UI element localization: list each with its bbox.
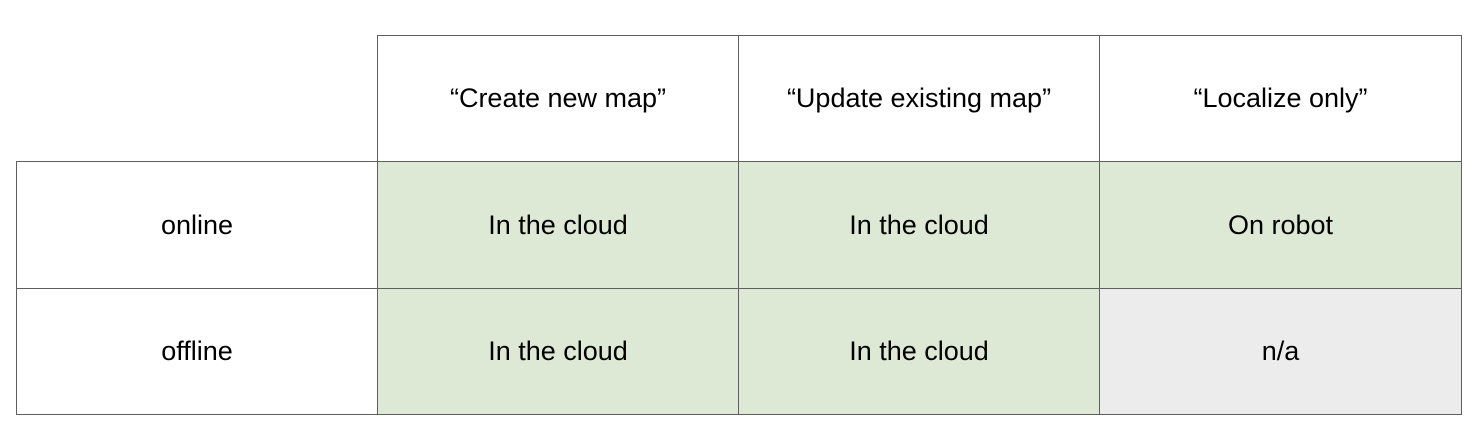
- cell-offline-create: In the cloud: [378, 289, 739, 415]
- header-update-existing-map: “Update existing map”: [739, 35, 1100, 162]
- cell-offline-localize: n/a: [1100, 289, 1462, 415]
- cell-online-update: In the cloud: [739, 162, 1100, 289]
- table-corner: [16, 35, 378, 162]
- cell-online-create: In the cloud: [378, 162, 739, 289]
- header-localize-only: “Localize only”: [1100, 35, 1462, 162]
- row-label-offline: offline: [16, 289, 378, 415]
- comparison-table: “Create new map” “Update existing map” “…: [16, 35, 1462, 415]
- cell-offline-update: In the cloud: [739, 289, 1100, 415]
- cell-online-localize: On robot: [1100, 162, 1462, 289]
- row-label-online: online: [16, 162, 378, 289]
- header-create-new-map: “Create new map”: [378, 35, 739, 162]
